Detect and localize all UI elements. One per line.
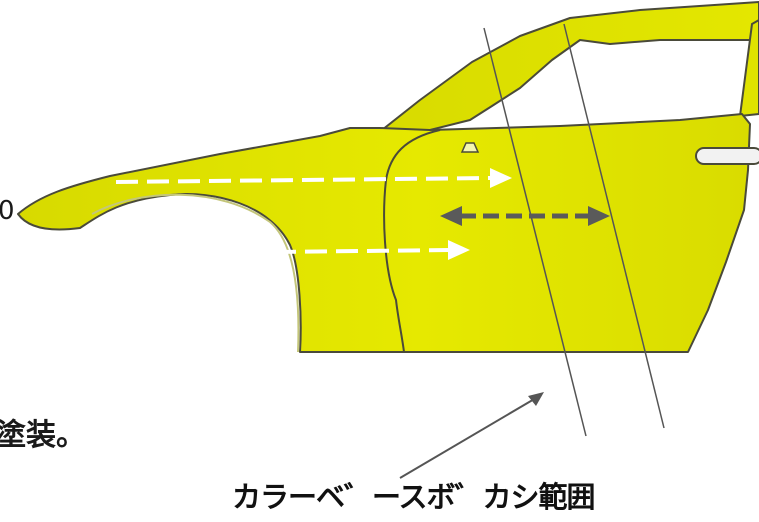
- blend-range-label: カラーベ゛ースボ゛カシ範囲: [232, 480, 596, 514]
- door-seam: [383, 129, 441, 353]
- rear-frame-post: [738, 18, 759, 118]
- window-frame: [381, 1, 759, 131]
- wheel-arch-line: [91, 193, 300, 353]
- white-arrow-bottom: [273, 240, 470, 260]
- door-handle-icon: [695, 147, 759, 165]
- label-pointer-arrow: [399, 392, 544, 479]
- left-edge-bold-text: 塗装。: [0, 418, 86, 453]
- blend-line-1: [483, 27, 587, 437]
- gray-double-arrow: [440, 206, 610, 226]
- blend-line-2: [563, 23, 665, 429]
- side-marker-icon: [460, 142, 480, 153]
- left-edge-number: 0: [0, 196, 15, 226]
- white-arrow-top: [115, 168, 512, 188]
